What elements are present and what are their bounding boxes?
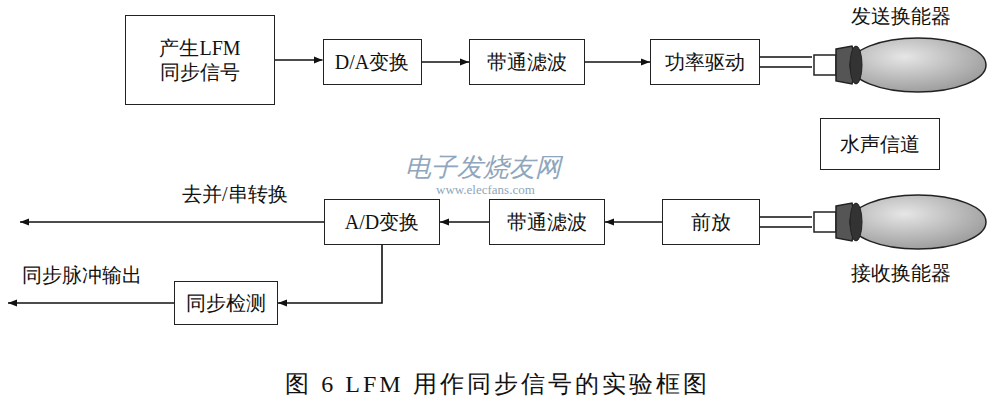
process-box: 产生LFM 同步信号 [125, 15, 275, 105]
node-label: 前放 [691, 210, 731, 234]
output-arrow [8, 302, 174, 304]
node-label: 接收换能器 [851, 261, 951, 285]
process-box: A/D变换 [324, 199, 440, 245]
process-box: 水声信道 [820, 118, 940, 170]
output-label: 同步脉冲输出 [22, 262, 142, 289]
figure-caption: 图 6 LFM 用作同步信号的实验框图 [0, 368, 995, 400]
node-label: 同步检测 [186, 291, 266, 315]
output-arrow [20, 221, 324, 223]
process-box: 功率驱动 [650, 39, 760, 85]
node-label: 产生LFM 同步信号 [154, 36, 246, 84]
node-label: 带通滤波 [487, 50, 567, 74]
cable [760, 217, 812, 227]
signal-arrow [422, 61, 470, 63]
signal-arrow [585, 61, 650, 63]
transducer: 接收换能器 [812, 191, 990, 285]
signal-arrow [440, 221, 489, 223]
transducer-symbol [812, 34, 990, 96]
signal-arrow [605, 221, 662, 223]
process-box: 带通滤波 [469, 39, 585, 85]
transducer: 发送换能器 [812, 4, 990, 96]
process-box: 前放 [662, 199, 760, 245]
process-box: D/A变换 [323, 39, 422, 85]
cable [760, 57, 812, 67]
signal-arrow [278, 245, 382, 303]
signal-arrow [275, 59, 323, 61]
node-label: 水声信道 [840, 132, 920, 156]
node-label: 功率驱动 [665, 50, 745, 74]
output-label: 去并/串转换 [182, 181, 288, 208]
transducer-symbol [812, 191, 990, 253]
process-box: 同步检测 [174, 281, 278, 325]
node-label: 带通滤波 [507, 210, 587, 234]
node-label: A/D变换 [345, 210, 419, 234]
node-label: D/A变换 [335, 50, 409, 74]
node-label: 发送换能器 [851, 4, 951, 28]
process-box: 带通滤波 [489, 199, 605, 245]
watermark: 电子发烧友网 [405, 150, 561, 185]
watermark: www.elecfans.com [436, 182, 535, 198]
